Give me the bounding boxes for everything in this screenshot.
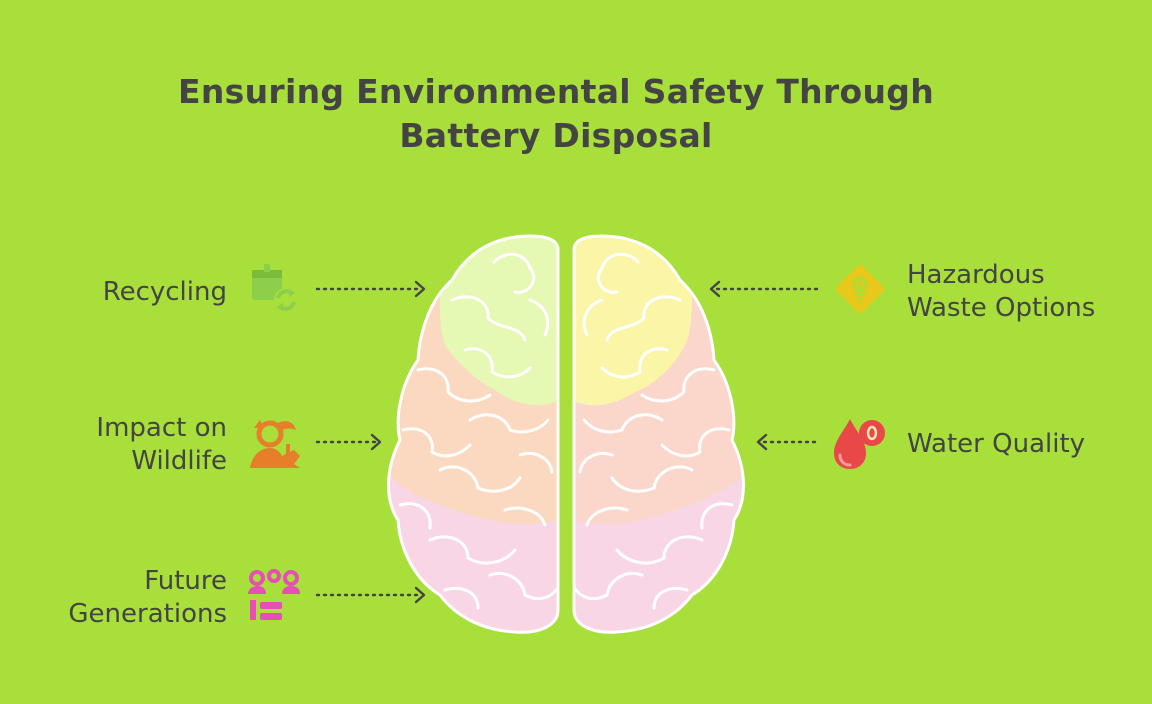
title-line-1: Ensuring Environmental Safety Through [178,72,934,111]
brain-folds [387,234,745,634]
label-hazardous-waste-options-line-1: Hazardous [907,260,1045,290]
diagram-title: Ensuring Environmental Safety Through Ba… [0,70,1112,158]
people-icon [248,569,300,620]
label-future-generations-line-1: Future [144,566,227,596]
label-impact-on-wildlife: Impact on Wildlife [96,412,227,478]
label-future-generations-line-2: Generations [68,599,227,629]
label-recycling-line-1: Recycling [102,277,227,307]
hazardous-waste-arrow [709,280,819,298]
label-recycling: Recycling [103,276,227,309]
title-line-2: Battery Disposal [399,116,713,155]
recycling-arrow [315,280,426,298]
label-hazardous-waste-options-line-2: Waste Options [907,293,1096,323]
label-water-quality: Water Quality [907,428,1085,461]
recycle-box-icon [252,264,298,312]
left-lobe-green [440,236,558,406]
hazard-sign-icon [835,264,885,314]
right-lobe-yellow [574,236,692,406]
future-generations-arrow [315,586,426,604]
label-impact-on-wildlife-line-2: Wildlife [131,446,227,476]
label-hazardous-waste-options: Hazardous Waste Options [907,259,1095,325]
label-future-generations: Future Generations [68,565,227,631]
wildlife-arrow [315,433,382,451]
wildlife-icon [250,420,300,468]
water-drop-icon [834,419,885,469]
label-impact-on-wildlife-line-1: Impact on [96,413,227,443]
water-quality-arrow [756,433,820,451]
label-water-quality-line-1: Water Quality [907,429,1086,459]
